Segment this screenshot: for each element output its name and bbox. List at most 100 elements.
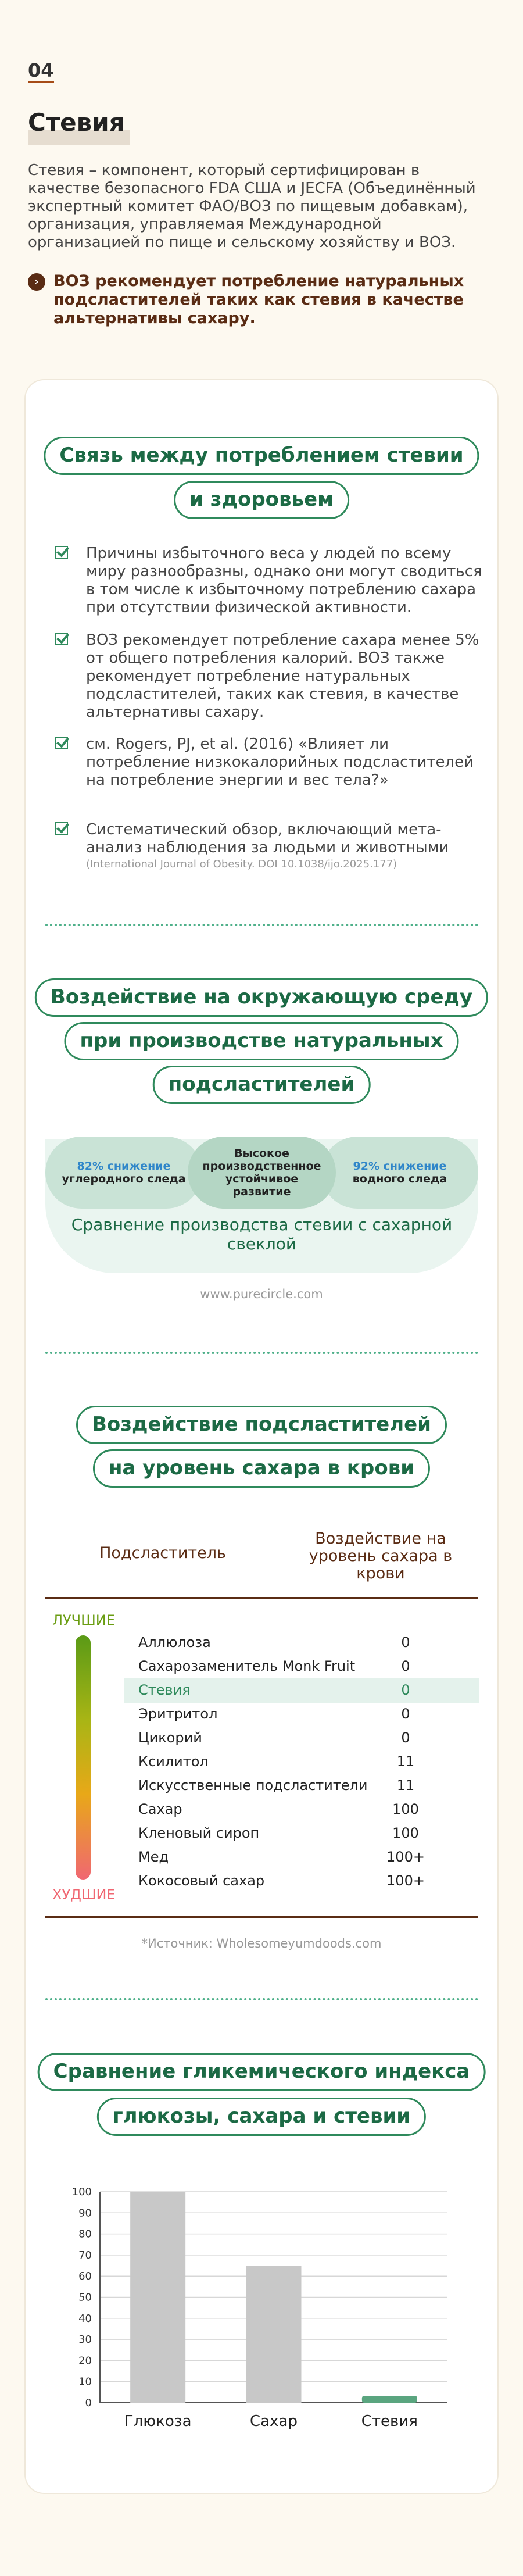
table-source: *Источник: Wholesomeyumdoods.com <box>141 1937 382 1950</box>
x-tick-label: Глюкоза <box>124 2413 192 2430</box>
recommendation-text: ВОЗ рекомендует потребление натуральных … <box>53 272 464 327</box>
table-row: Искусственные подсластители 11 <box>138 1774 464 1798</box>
sweetener-name: Стевия <box>138 1682 191 1698</box>
table-row: Аллюлоза 0 <box>138 1631 464 1655</box>
y-tick-label: 90 <box>78 2207 92 2219</box>
y-tick-label: 50 <box>78 2292 92 2304</box>
sweetener-name: Цикорий <box>138 1730 202 1746</box>
bar <box>361 2396 417 2403</box>
bar <box>246 2266 302 2403</box>
chevron-right-icon: › <box>28 273 45 291</box>
eco-title-line1: Воздействие на окружающую среду <box>34 978 489 1017</box>
table-row: Кокосовый сахар 100+ <box>138 1870 464 1893</box>
y-tick-label: 100 <box>72 2186 92 2198</box>
table-row: Стевия 0 <box>138 1679 464 1702</box>
carbon-label: углеродного следа <box>62 1173 186 1185</box>
section-divider <box>45 1998 478 2000</box>
sweetener-value: 0 <box>401 1658 410 1674</box>
table-row: Ксилитол 11 <box>138 1750 464 1774</box>
y-tick-label: 80 <box>78 2228 92 2241</box>
check-item: см. Rogers, PJ, et al. (2016) «Влияет ли… <box>55 735 485 789</box>
sugar-title-line2: на уровень сахара в крови <box>92 1449 431 1488</box>
sweetener-value: 0 <box>401 1682 410 1698</box>
y-tick-label: 70 <box>78 2249 92 2261</box>
eco-title-line3: подсластителей <box>152 1066 371 1104</box>
y-tick-label: 10 <box>78 2376 92 2388</box>
table-bottom-rule <box>45 1916 478 1918</box>
sweetener-name: Кокосовый сахар <box>138 1873 265 1889</box>
check-item-source: (International Journal of Obesity. DOI 1… <box>86 858 397 870</box>
best-label: ЛУЧШИЕ <box>52 1612 115 1628</box>
sweetener-name: Мед <box>138 1849 169 1865</box>
x-tick-label: Стевия <box>361 2413 418 2430</box>
sugar-title-line1: Воздействие подсластителей <box>76 1406 447 1444</box>
check-item: Причины избыточного веса у людей по всем… <box>55 545 485 617</box>
x-tick-label: Сахар <box>250 2413 298 2430</box>
y-tick-label: 40 <box>78 2313 92 2325</box>
sweetener-name: Кленовый сироп <box>138 1825 260 1841</box>
health-title-line1: Связь между потреблением стевии <box>44 437 479 475</box>
eco-sustain-pill: Высокое производственное устойчивое разв… <box>188 1137 336 1209</box>
section-number: 04 <box>28 60 54 83</box>
section-divider <box>45 924 478 926</box>
check-item-text: Причины избыточного веса у людей по всем… <box>86 545 482 616</box>
carbon-reduction: 82% снижение <box>77 1160 171 1173</box>
intro-paragraph: Стевия – компонент, который сертифициров… <box>28 162 476 251</box>
section-divider <box>45 1352 478 1354</box>
gi-title-line2: глюкозы, сахара и стевии <box>96 2098 427 2136</box>
best-worst-gradient <box>76 1635 91 1880</box>
checkbox-icon <box>55 546 68 559</box>
sweetener-value: 11 <box>396 1753 415 1770</box>
y-tick-label: 0 <box>85 2397 92 2409</box>
water-label: водного следа <box>352 1173 447 1185</box>
checkbox-icon <box>55 633 68 645</box>
section-title-wrap: Стевия <box>28 108 130 145</box>
eco-infographic: 82% снижение углеродного следа Высокое п… <box>45 1137 478 1209</box>
sweetener-value: 0 <box>401 1706 410 1722</box>
sweetener-name: Ксилитол <box>138 1753 209 1770</box>
table-row: Кленовый сироп 100 <box>138 1822 464 1845</box>
sweetener-value: 0 <box>401 1634 410 1650</box>
col-header-impact: Воздействие на уровень сахара в крови <box>309 1530 453 1582</box>
sweetener-value: 100+ <box>386 1873 425 1889</box>
y-tick-label: 60 <box>78 2270 92 2282</box>
y-tick-label: 20 <box>78 2355 92 2367</box>
sweetener-value: 100 <box>392 1825 419 1841</box>
sustain-label: Высокое производственное устойчивое разв… <box>202 1147 321 1198</box>
y-tick-label: 30 <box>78 2334 92 2346</box>
sweetener-name: Искусственные подсластители <box>138 1777 368 1793</box>
water-reduction: 92% снижение <box>353 1160 447 1173</box>
eco-water-pill: 92% снижение водного следа <box>321 1137 478 1209</box>
table-row: Сахар 100 <box>138 1798 464 1821</box>
title-highlight <box>28 130 130 145</box>
check-item-text: Систематический обзор, включающий мета-а… <box>86 821 449 856</box>
table-row: Мед 100+ <box>138 1846 464 1869</box>
worst-label: ХУДШИЕ <box>52 1887 116 1903</box>
sweetener-name: Аллюлоза <box>138 1634 211 1650</box>
checkbox-icon <box>55 737 68 749</box>
check-item: Систематический обзор, включающий мета-а… <box>55 821 485 872</box>
gi-title-line1: Сравнение гликемического индекса <box>37 2053 486 2091</box>
bar <box>130 2192 186 2403</box>
sweetener-value: 100+ <box>386 1849 425 1865</box>
health-title-line2: и здоровьем <box>174 481 349 519</box>
sweetener-value: 0 <box>401 1730 410 1746</box>
sweetener-name: Сахарозаменитель Monk Fruit <box>138 1658 356 1674</box>
eco-caption: Сравнение производства стевии с сахарной… <box>71 1215 453 1253</box>
sweetener-value: 11 <box>396 1777 415 1793</box>
eco-source-link[interactable]: www.purecircle.com <box>200 1287 323 1301</box>
eco-carbon-pill: 82% снижение углеродного следа <box>45 1137 202 1209</box>
sweetener-value: 100 <box>392 1801 419 1817</box>
sweetener-name: Эритритол <box>138 1706 218 1722</box>
check-item-text: см. Rogers, PJ, et al. (2016) «Влияет ли… <box>86 735 474 789</box>
checkbox-icon <box>55 822 68 835</box>
table-row: Сахарозаменитель Monk Fruit 0 <box>138 1655 464 1678</box>
stevia-row-highlight <box>124 1678 479 1703</box>
eco-title-line2: при производстве натуральных <box>64 1022 459 1060</box>
table-row: Цикорий 0 <box>138 1727 464 1750</box>
col-header-sweetener: Подсластитель <box>99 1544 226 1562</box>
check-item-text: ВОЗ рекомендует потребление сахара менее… <box>86 631 479 721</box>
check-item: ВОЗ рекомендует потребление сахара менее… <box>55 631 485 721</box>
recommendation: › ВОЗ рекомендует потребление натуральны… <box>28 272 493 328</box>
